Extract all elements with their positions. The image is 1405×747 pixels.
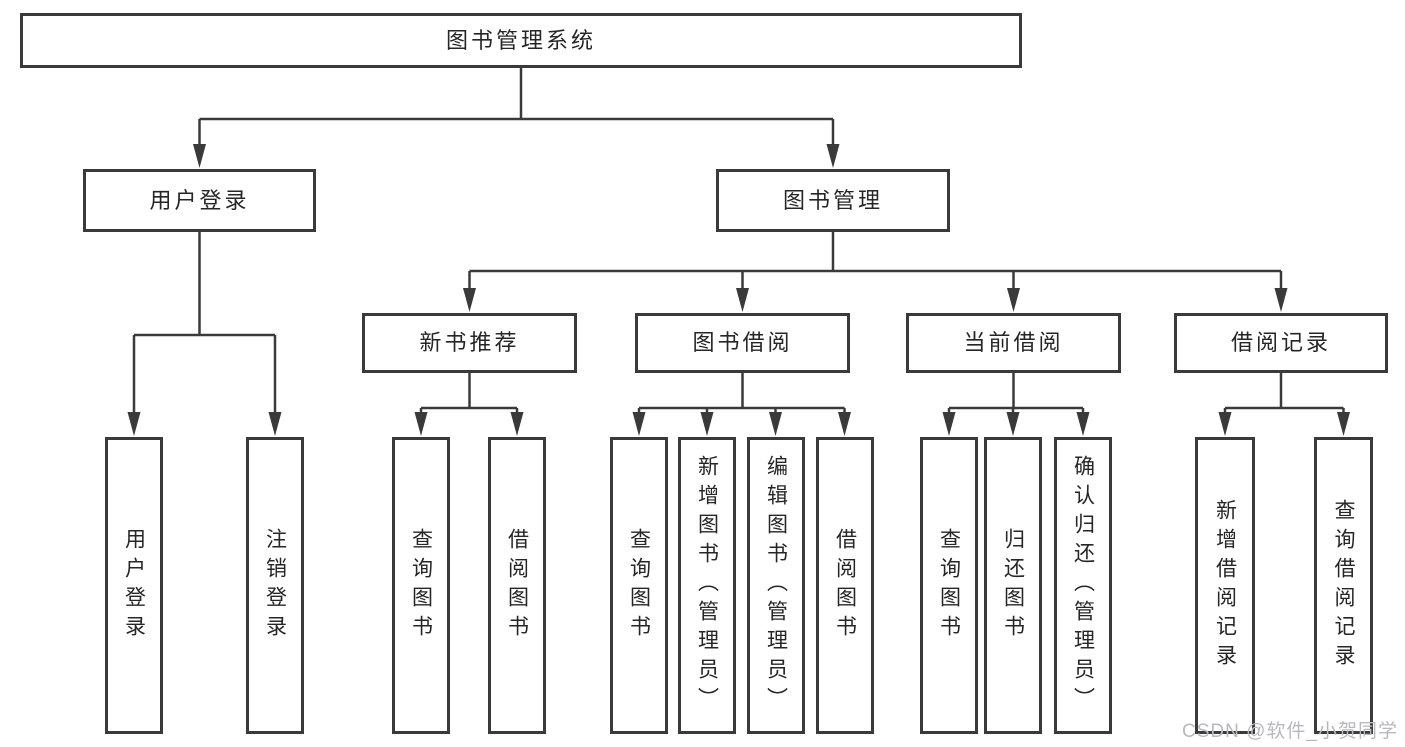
leaf-logout-label: 注销登录 — [263, 527, 287, 644]
node-book-management: 图书管理 — [716, 169, 950, 232]
leaf-query-books-1-label: 查询图书 — [409, 527, 433, 644]
leaf-return-books-label: 归还图书 — [1001, 527, 1025, 644]
leaf-query-books-2-label: 查询图书 — [627, 527, 651, 644]
leaf-query-borrow-record-label: 查询借阅记录 — [1332, 498, 1355, 673]
leaf-add-books-admin-label: 新增图书（管理员） — [695, 455, 719, 716]
leaf-query-books-3: 查询图书 — [920, 437, 978, 734]
node-book-borrow: 图书借阅 — [635, 313, 850, 373]
node-new-books-label: 新书推荐 — [419, 330, 520, 355]
node-current-borrow: 当前借阅 — [906, 313, 1121, 373]
node-root-label: 图书管理系统 — [445, 27, 596, 53]
leaf-user-login: 用户登录 — [105, 437, 163, 734]
node-borrow-records-label: 借阅记录 — [1230, 330, 1331, 355]
leaf-edit-books-admin: 编辑图书（管理员） — [747, 437, 805, 734]
leaf-borrow-books-2-label: 借阅图书 — [833, 527, 857, 644]
leaf-add-borrow-record: 新增借阅记录 — [1195, 437, 1255, 734]
node-new-books: 新书推荐 — [362, 313, 577, 373]
csdn-watermark: CSDN @软件_小贺同学 — [1182, 721, 1398, 742]
leaf-borrow-books-1: 借阅图书 — [488, 437, 546, 734]
node-book-management-label: 图书管理 — [782, 187, 883, 213]
node-book-borrow-label: 图书借阅 — [692, 330, 793, 355]
leaf-borrow-books-2: 借阅图书 — [816, 437, 874, 734]
leaf-logout: 注销登录 — [246, 437, 304, 734]
leaf-query-books-3-label: 查询图书 — [937, 527, 961, 644]
leaf-borrow-books-1-label: 借阅图书 — [505, 527, 529, 644]
leaf-add-books-admin: 新增图书（管理员） — [678, 437, 736, 734]
leaf-user-login-label: 用户登录 — [122, 527, 146, 644]
leaf-query-borrow-record: 查询借阅记录 — [1314, 437, 1373, 734]
leaf-confirm-return-admin-label: 确认归还（管理员） — [1071, 455, 1095, 716]
node-borrow-records: 借阅记录 — [1174, 313, 1388, 373]
leaf-confirm-return-admin: 确认归还（管理员） — [1054, 437, 1112, 734]
leaf-add-borrow-record-label: 新增借阅记录 — [1213, 498, 1237, 673]
node-user-login: 用户登录 — [83, 169, 316, 232]
node-user-login-label: 用户登录 — [149, 187, 250, 213]
leaf-edit-books-admin-label: 编辑图书（管理员） — [764, 455, 788, 716]
leaf-return-books: 归还图书 — [984, 437, 1042, 734]
leaf-query-books-1: 查询图书 — [392, 437, 450, 734]
node-current-borrow-label: 当前借阅 — [963, 330, 1064, 355]
leaf-query-books-2: 查询图书 — [610, 437, 668, 734]
node-root-system: 图书管理系统 — [20, 13, 1022, 68]
